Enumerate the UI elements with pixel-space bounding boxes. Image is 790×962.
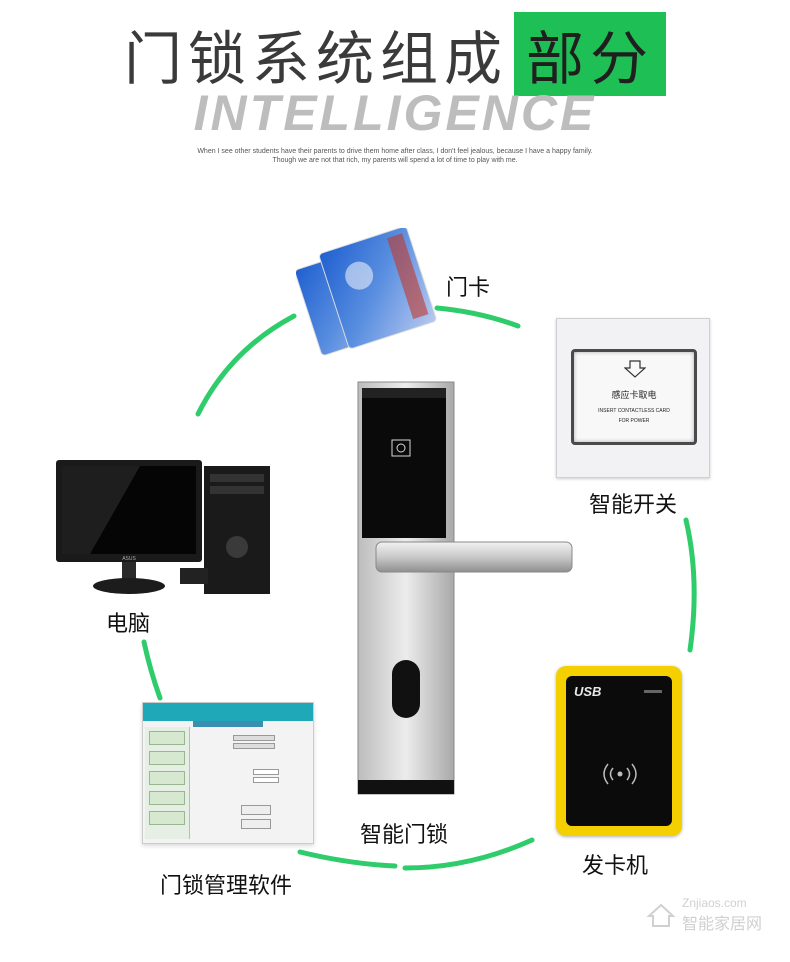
label-computer: 电脑 — [106, 612, 151, 637]
house-icon — [646, 903, 676, 927]
label-door-card: 门卡 — [446, 276, 491, 301]
page-title: 门锁系统组成 部分 — [0, 12, 790, 96]
arc-computer-software — [141, 639, 163, 701]
switch-slot: 感应卡取电 INSERT CONTACTLESS CARD FOR POWER — [571, 349, 697, 445]
door-card-image — [294, 226, 446, 363]
software-field — [253, 769, 279, 775]
label-card-issuer: 发卡机 — [582, 854, 649, 879]
software-nav-item — [149, 811, 185, 825]
software-field — [233, 743, 275, 749]
tagline-line1: When I see other students have their par… — [197, 148, 593, 155]
software-sidebar — [145, 727, 190, 839]
subtitle: INTELLIGENCE — [193, 85, 597, 141]
issuer-led — [644, 690, 662, 693]
software-nav-item — [149, 731, 185, 745]
smart-switch-image: 感应卡取电 INSERT CONTACTLESS CARD FOR POWER — [556, 318, 710, 478]
software-field — [233, 735, 275, 741]
watermark-site: Znjiaos.com — [681, 896, 747, 910]
watermark: Znjiaos.com 智能家居网 — [646, 896, 762, 934]
arc-issuer-lock — [402, 837, 535, 871]
arrow-down-icon — [623, 360, 647, 382]
card-issuer-image: USB — [556, 666, 682, 836]
software-field — [253, 777, 279, 783]
monitor-brand: ASUS — [122, 556, 136, 562]
tagline-line2: Though we are not that rich, my parents … — [272, 157, 518, 164]
switch-text-en1: INSERT CONTACTLESS CARD — [598, 408, 670, 414]
label-smart-switch: 智能开关 — [589, 493, 678, 518]
watermark-cn: 智能家居网 — [681, 914, 762, 933]
computer-image: ASUS — [50, 458, 275, 600]
software-titlebar — [143, 703, 313, 721]
switch-text-en2: FOR POWER — [618, 418, 650, 424]
software-title-tab — [193, 721, 263, 727]
smart-lock-image — [356, 380, 576, 800]
arc-computer-card — [195, 313, 297, 417]
label-software: 门锁管理软件 — [160, 874, 293, 899]
label-smart-lock: 智能门锁 — [360, 823, 449, 848]
arc-card-switch — [434, 305, 521, 329]
software-button — [241, 805, 271, 815]
software-nav-item — [149, 751, 185, 765]
software-image — [142, 702, 314, 844]
contactless-icon — [596, 756, 644, 796]
software-nav-item — [149, 791, 185, 805]
issuer-brand: USB — [574, 684, 602, 699]
software-button — [241, 819, 271, 829]
software-nav-item — [149, 771, 185, 785]
title-highlight: 部分 — [514, 12, 667, 96]
title-main: 门锁系统组成 — [123, 25, 508, 93]
issuer-panel: USB — [566, 676, 672, 826]
switch-text-cn: 感应卡取电 — [611, 391, 657, 401]
arc-switch-issuer — [683, 517, 697, 653]
arc-software-lock — [297, 849, 398, 869]
